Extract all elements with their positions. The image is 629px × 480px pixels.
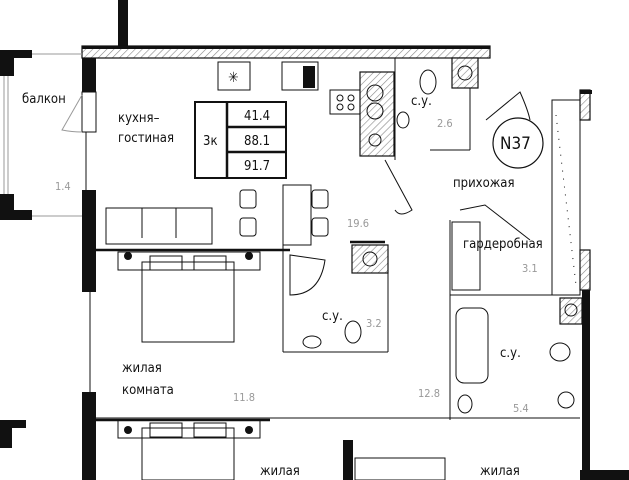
beds (117, 251, 446, 480)
bathroom-2-area: 3.2 (366, 317, 382, 330)
total-with-balcony: 91.7 (244, 159, 270, 174)
bathroom-1-area: 2.6 (437, 117, 453, 130)
wardrobe-area: 3.1 (522, 262, 538, 275)
bathroom-fixtures (289, 57, 583, 414)
kitchen-label-2: гостиная (118, 131, 174, 146)
bathroom-3-area: 5.4 (513, 402, 529, 415)
bathroom-3-label: с.у. (500, 346, 521, 361)
hallway-area: 12.8 (418, 387, 440, 400)
kitchen-area: 19.6 (347, 217, 369, 230)
hallway-label: прихожая (453, 176, 514, 191)
bathroom-2-label: с.у. (322, 309, 343, 324)
apartment-number: N37 (500, 134, 531, 154)
balcony (0, 50, 83, 448)
kitchen-label-1: кухня– (118, 111, 160, 126)
bedroom-2-label: жилая (260, 464, 300, 479)
fan-icon: ✳ (228, 70, 239, 86)
walls (81, 0, 629, 480)
bedroom-1-label-1: жилая (122, 361, 162, 376)
apartment-number-circle (492, 117, 544, 169)
rooms-code: 3к (203, 134, 218, 149)
wardrobe-label: гардеробная (463, 237, 543, 252)
balcony-area: 1.4 (55, 180, 71, 193)
wardrobe-shelves (451, 99, 581, 296)
bedroom-3-label: жилая (480, 464, 520, 479)
kitchen-furniture: ✳ (105, 61, 413, 246)
balcony-label: балкон (22, 92, 66, 107)
total-area: 88.1 (244, 134, 270, 149)
bedroom-1-area: 11.8 (233, 391, 255, 404)
bedroom-1-label-2: комната (122, 383, 174, 398)
living-area: 41.4 (244, 109, 270, 124)
bathroom-1-label: с.у. (411, 94, 432, 109)
apartment-summary-table: 3к 41.4 88.1 91.7 (194, 101, 287, 179)
